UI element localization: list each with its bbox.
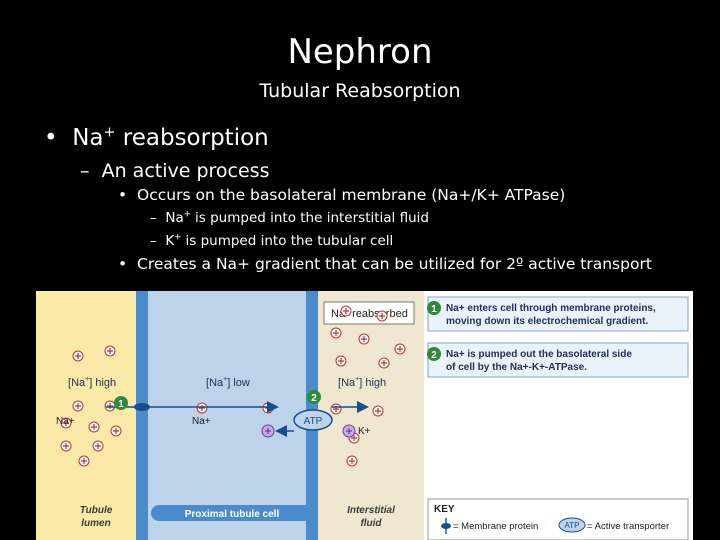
step-2-marker xyxy=(307,390,321,404)
step-1-marker xyxy=(114,396,128,410)
cell-na-label: Na+ xyxy=(192,416,211,427)
k-ion-icons xyxy=(261,424,356,438)
step-2-marker-num: 2 xyxy=(311,393,317,404)
tubule-lumen-label-2: lumen xyxy=(81,518,110,529)
k-label: K+ xyxy=(358,426,371,437)
apical-membrane xyxy=(136,291,148,540)
key-title: KEY xyxy=(434,504,455,515)
cell-label-bar xyxy=(151,505,313,521)
bullet-basolateral: • Occurs on the basolateral membrane (Na… xyxy=(118,186,566,204)
step-2-text-line-2: of cell by the Na+-K+-ATPase. xyxy=(446,362,587,373)
step-2-text-line-1: Na+ is pumped out the basolateral side xyxy=(446,349,632,360)
bullet-k-pumped: – K+ is pumped into the tubular cell xyxy=(150,231,394,249)
interstitial-label-1: Interstitial xyxy=(347,505,395,516)
key-membrane-label: = Membrane protein xyxy=(453,521,538,532)
key-active-label: = Active transporter xyxy=(587,521,669,532)
key-membrane-protein-icon xyxy=(441,523,451,529)
step-1-icon-num: 1 xyxy=(431,304,437,315)
bullet-gradient: • Creates a Na+ gradient that can be uti… xyxy=(118,255,652,273)
proximal-tubule-cell-region xyxy=(148,291,316,540)
proximal-cell-label: Proximal tubule cell xyxy=(185,509,280,520)
tubule-lumen-label-1: Tubule xyxy=(80,505,113,516)
atpase-pump-icon xyxy=(293,409,333,431)
bullet-na-reabsorption: • Na+ reabsorption xyxy=(44,124,269,151)
membrane-protein-icon xyxy=(134,403,150,411)
step-1-marker-num: 1 xyxy=(118,399,124,410)
key-box xyxy=(427,498,689,540)
bullet-active-process: – An active process xyxy=(80,160,270,182)
step-2-box xyxy=(427,342,689,378)
diagram-svg: Na+reabsorbed [Na+] high [Na+] low [Na+]… xyxy=(36,291,693,540)
key-atp-icon xyxy=(558,517,586,533)
cell-na-low-label: [Na+] low xyxy=(206,376,250,389)
atp-label: ATP xyxy=(304,416,323,427)
interstitial-na-high-label: [Na+] high xyxy=(338,376,386,389)
lumen-na-high-label: [Na+] high xyxy=(68,376,116,389)
slide-title: Nephron xyxy=(287,32,433,72)
step-1-box xyxy=(427,296,689,332)
step-1-text-line-1: Na+ enters cell through membrane protein… xyxy=(446,303,656,314)
tubule-lumen-region xyxy=(36,291,136,540)
lumen-na-label: Na+ xyxy=(56,416,75,427)
step-2-icon-num: 2 xyxy=(431,350,437,361)
reabsorption-diagram: Na+reabsorbed [Na+] high [Na+] low [Na+]… xyxy=(36,291,693,540)
step-1-icon xyxy=(427,301,441,315)
plus-signs xyxy=(63,308,403,464)
key-atp-label: ATP xyxy=(565,521,580,530)
interstitial-label-2: fluid xyxy=(360,518,382,529)
bullet-na-pumped: – Na+ is pumped into the interstitial fl… xyxy=(150,208,429,226)
slide-subtitle: Tubular Reabsorption xyxy=(259,80,461,102)
step-1-text-line-2: moving down its electrochemical gradient… xyxy=(446,316,648,327)
step-2-icon xyxy=(427,347,441,361)
